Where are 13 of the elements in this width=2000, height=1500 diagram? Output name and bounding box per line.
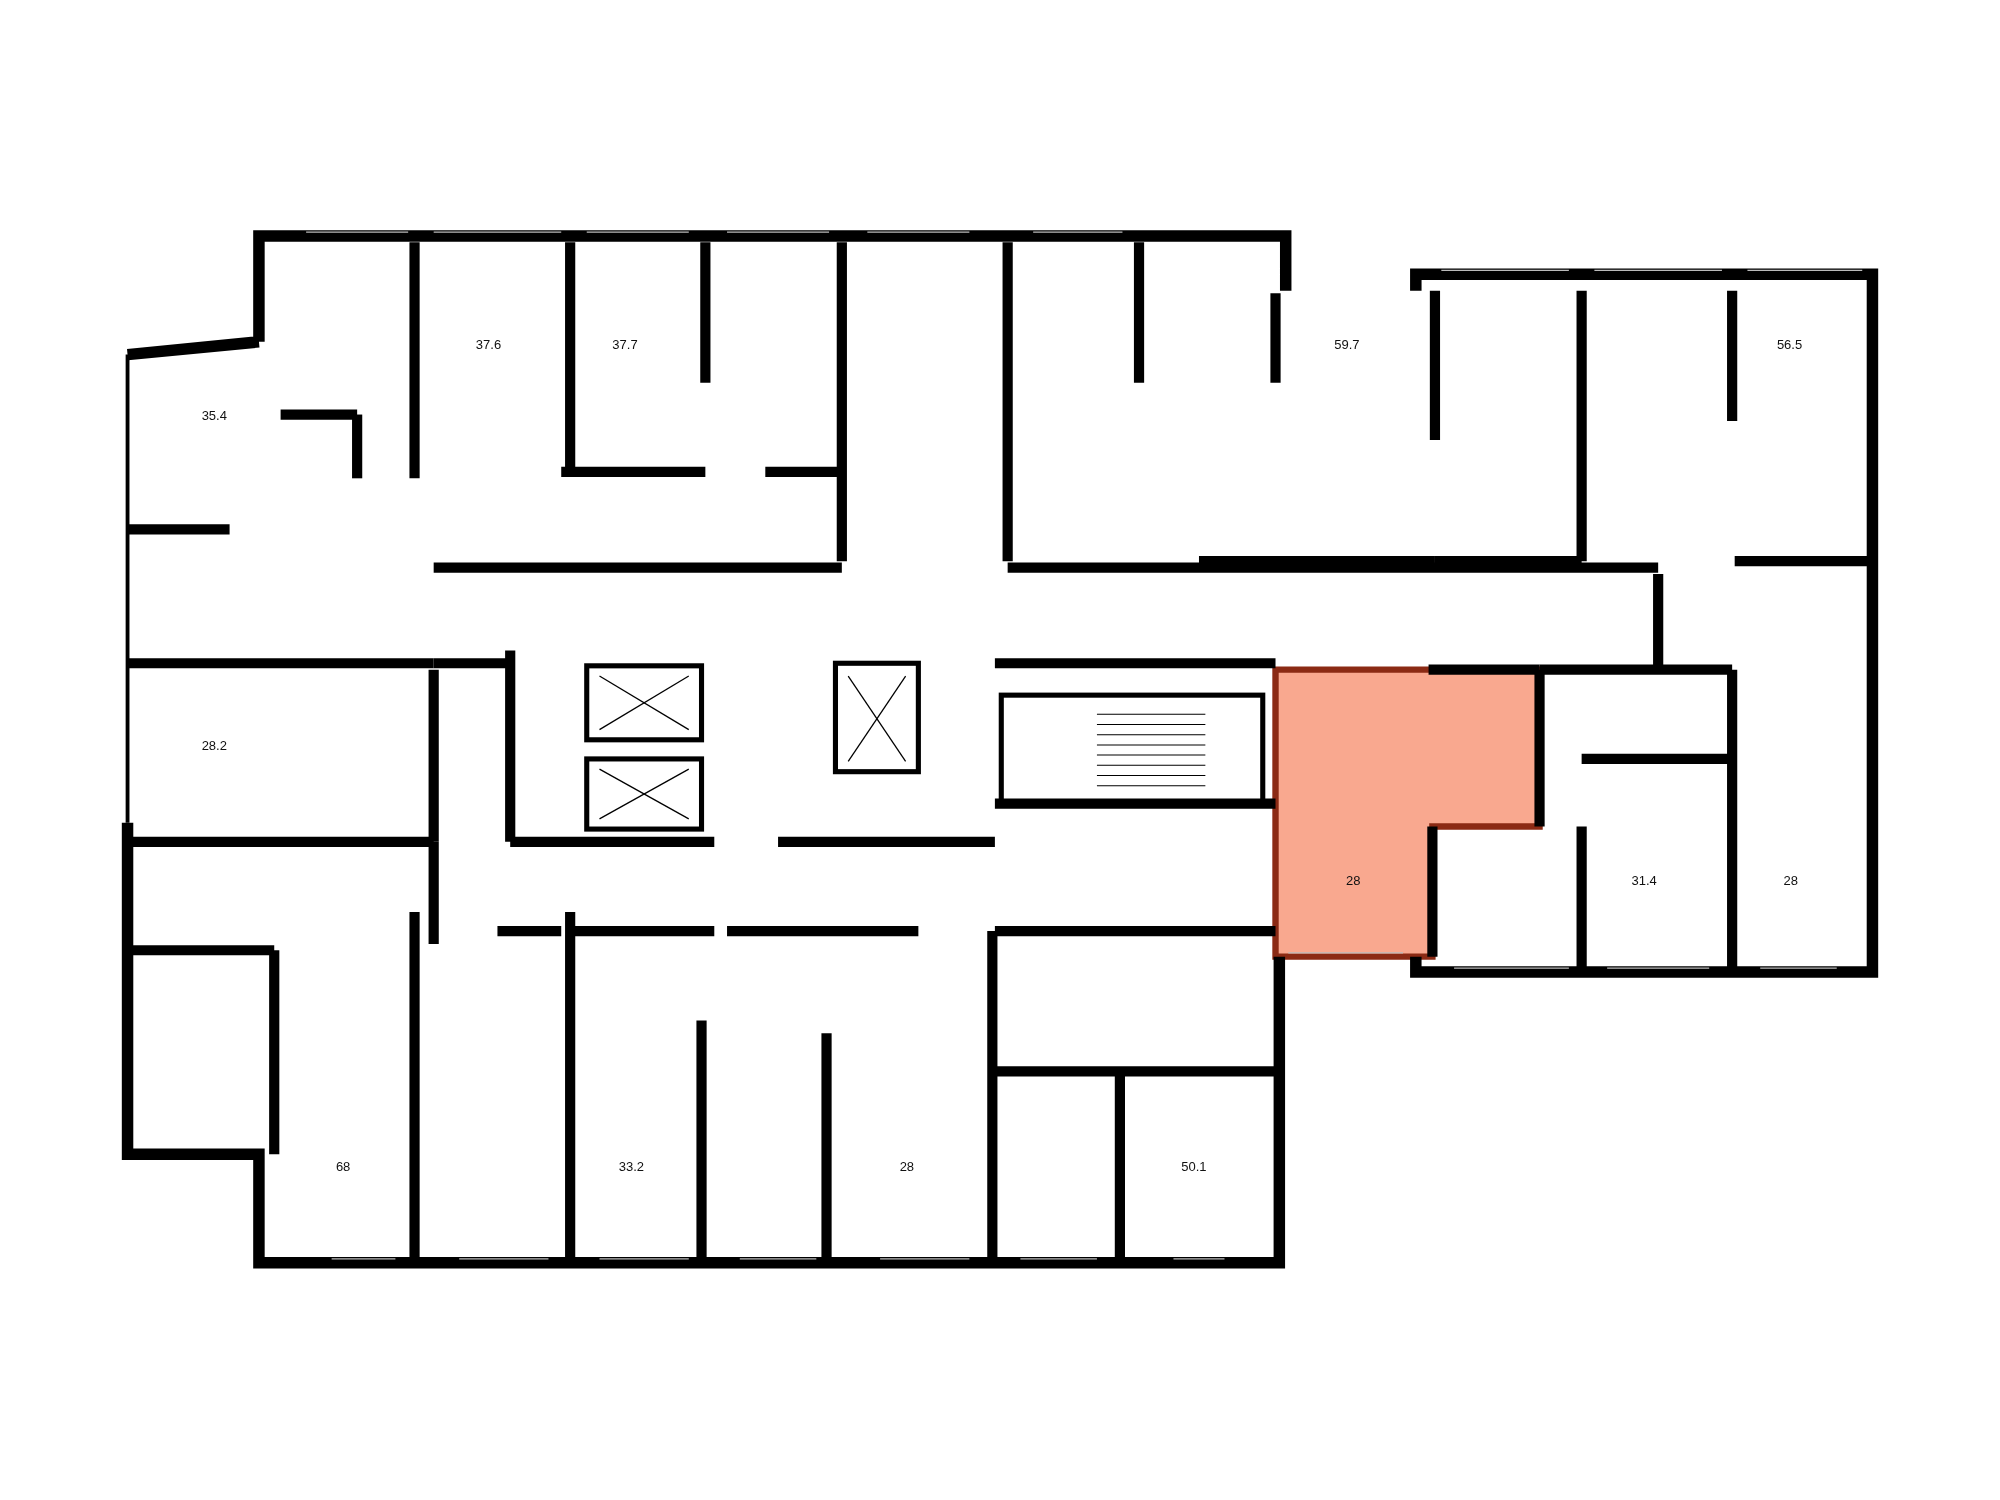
area-label: 28 — [1783, 872, 1799, 888]
area-label: 28 — [899, 1158, 915, 1174]
area-label: 28.2 — [201, 737, 227, 753]
area-label: 50.1 — [1181, 1158, 1207, 1174]
area-label: 37.6 — [475, 336, 502, 352]
area-label: 35.4 — [201, 407, 227, 423]
area-label: 33.2 — [618, 1158, 645, 1174]
area-label: 28 — [1346, 872, 1361, 888]
area-label: 59.7 — [1334, 336, 1360, 352]
area-label: 68 — [335, 1158, 351, 1174]
area-label: 56.5 — [1776, 336, 1803, 352]
area-label: 31.4 — [1631, 872, 1657, 888]
area-label: 37.7 — [612, 336, 638, 352]
